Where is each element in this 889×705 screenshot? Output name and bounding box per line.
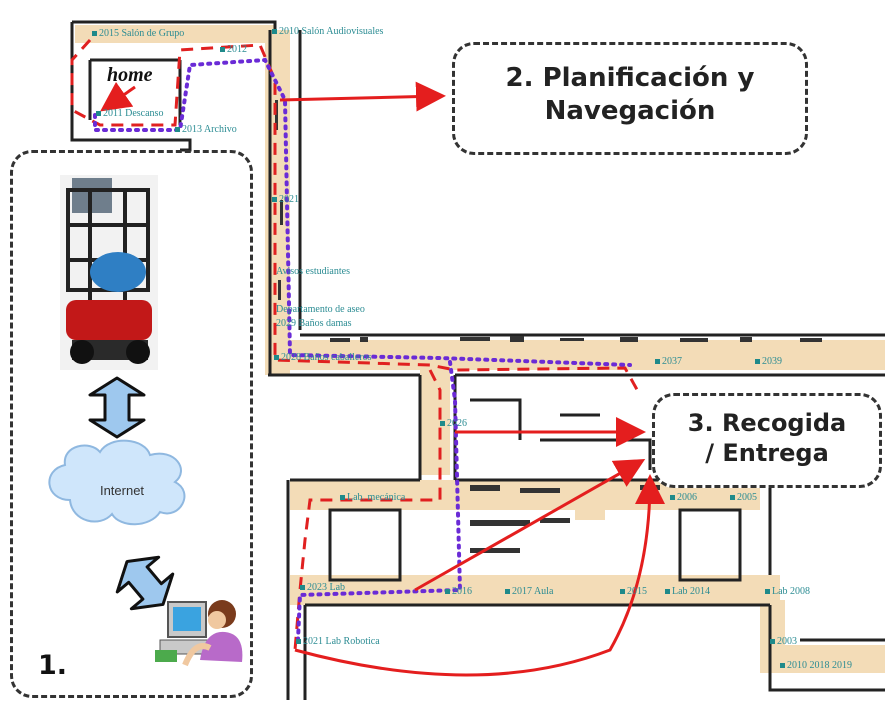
internet-cloud (48, 439, 186, 526)
map-label: 2023 Lab (300, 582, 345, 593)
pickup-title-line2: / Entrega (705, 439, 829, 467)
map-label: 2013 Archivo (175, 124, 237, 135)
map-label: 2029 Baños damas (276, 318, 352, 329)
map-label: 2021 (272, 194, 299, 205)
system-number: 1. (38, 650, 68, 681)
user-at-computer-image (155, 600, 243, 667)
robot-image (60, 175, 158, 370)
map-label: 2037 (655, 356, 682, 367)
map-label: 2039 (755, 356, 782, 367)
planning-box (452, 42, 808, 155)
map-label: 2021 Lab Robotica (296, 636, 380, 647)
map-label: 2015 Salón de Grupo (92, 28, 184, 39)
map-label: 2005 (730, 492, 757, 503)
double-arrow-vertical (88, 376, 146, 439)
planning-title: 2. Planificación y Navegación (452, 62, 808, 127)
route-purple-dotted (93, 57, 632, 642)
pickup-box (652, 393, 882, 488)
map-walls (70, 20, 885, 700)
map-label: 2003 (770, 636, 797, 647)
map-label: 2010 Salón Audiovisuales (272, 26, 383, 37)
pickup-title-line1: 3. Recogida (687, 409, 847, 437)
map-label: 2026 (440, 418, 467, 429)
internet-label: Internet (99, 483, 145, 498)
map-label: Avisos estudiantes (276, 266, 350, 277)
route-red-dashed (70, 38, 642, 651)
map-label: 2012 (220, 44, 247, 55)
map-label: Departamento de aseo (276, 304, 365, 315)
red-arrows (100, 81, 665, 677)
planning-title-line1: 2. Planificación y (505, 63, 755, 93)
map-label: 2017 Aula (505, 586, 553, 597)
map-label: 2006 (670, 492, 697, 503)
map-label: 2011 Descanso (96, 108, 163, 119)
double-arrow-diagonal (115, 555, 175, 611)
map-label: Lab 2014 (665, 586, 710, 597)
map-noise (275, 100, 822, 553)
pickup-title: 3. Recogida / Entrega (652, 408, 882, 468)
map-label: 2015 (620, 586, 647, 597)
map-label: Lab 2008 (765, 586, 810, 597)
map-label: 2028 Baños caballeros (274, 352, 372, 363)
system-box (10, 150, 253, 698)
map-label: Lab. mecánica (340, 492, 405, 503)
home-label: home (107, 64, 153, 86)
map-label: 2016 (445, 586, 472, 597)
map-label: 2010 2018 2019 (780, 660, 852, 671)
planning-title-line2: Navegación (544, 95, 716, 126)
